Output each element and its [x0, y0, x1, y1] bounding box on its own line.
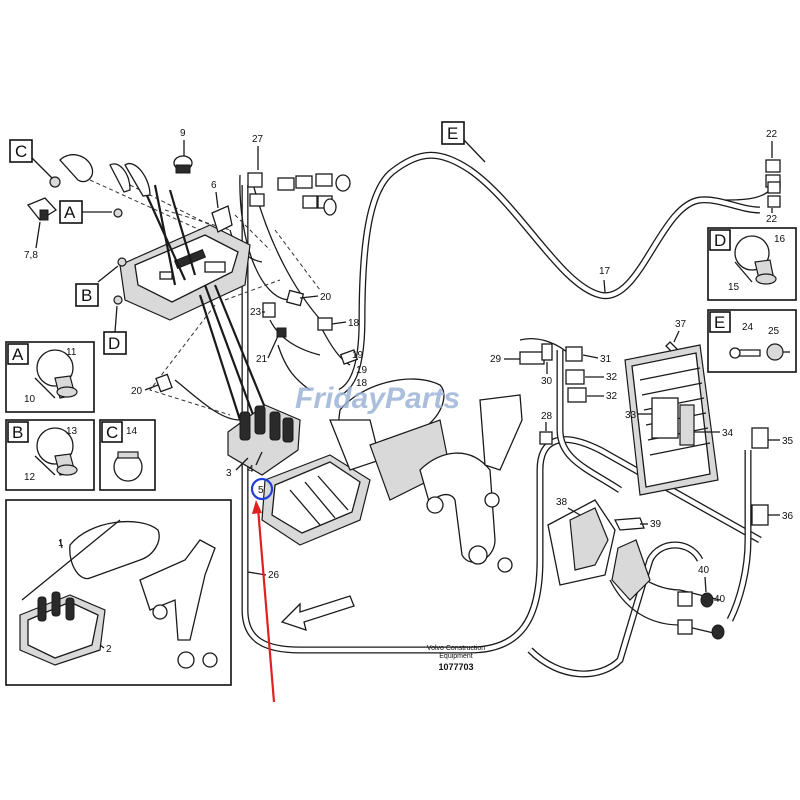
svg-text:38: 38	[556, 497, 568, 508]
svg-text:19: 19	[352, 350, 364, 361]
svg-text:32: 32	[606, 391, 618, 402]
inset-b: B 13 12	[5, 419, 95, 491]
svg-text:D: D	[108, 334, 120, 353]
joystick-console	[26, 154, 272, 421]
svg-text:A: A	[12, 345, 24, 364]
svg-text:5: 5	[258, 485, 264, 496]
svg-text:B: B	[81, 286, 92, 305]
letter-callouts: C A B D E	[9, 121, 486, 355]
svg-text:40: 40	[698, 565, 710, 576]
svg-text:22: 22	[766, 129, 778, 140]
svg-text:31: 31	[600, 354, 612, 365]
svg-text:11: 11	[66, 347, 77, 358]
svg-text:21: 21	[256, 354, 268, 365]
svg-text:B: B	[12, 423, 23, 442]
inset-d: D 16 15	[707, 227, 797, 301]
svg-text:17: 17	[599, 266, 611, 277]
highlight-circle	[250, 477, 274, 501]
svg-text:20: 20	[131, 386, 143, 397]
connector-38-39	[547, 499, 651, 601]
armrest-linkage	[419, 394, 523, 573]
watermark: FridayParts	[295, 382, 460, 415]
svg-text:Equipment: Equipment	[439, 653, 473, 660]
svg-text:25: 25	[768, 326, 780, 337]
svg-text:24: 24	[742, 322, 754, 333]
svg-text:37: 37	[675, 319, 687, 330]
svg-text:23: 23	[250, 307, 262, 318]
inset-e: E 24 25	[707, 309, 797, 373]
console-panel	[261, 454, 371, 546]
svg-text:22: 22	[766, 214, 778, 225]
svg-text:19: 19	[356, 365, 368, 376]
cable-right-loop	[527, 350, 752, 678]
relay-block-27	[247, 172, 351, 216]
svg-text:36: 36	[782, 511, 794, 522]
svg-text:29: 29	[490, 354, 502, 365]
svg-text:18: 18	[348, 318, 360, 329]
svg-text:30: 30	[541, 376, 553, 387]
svg-text:34: 34	[722, 428, 734, 439]
direction-arrow	[280, 595, 355, 631]
svg-text:33: 33	[625, 410, 637, 421]
inset-a: A 11 10	[5, 341, 95, 413]
control-unit-33-34	[624, 344, 719, 496]
figure-caption: Volvo Construction Equipment 1077703	[427, 645, 485, 672]
sensors-40	[677, 591, 725, 640]
svg-text:26: 26	[268, 570, 280, 581]
svg-text:27: 27	[252, 134, 264, 145]
svg-text:2: 2	[106, 644, 112, 655]
svg-text:6: 6	[211, 180, 217, 191]
svg-text:1: 1	[58, 538, 64, 549]
cable-e-loop	[338, 151, 761, 396]
svg-text:15: 15	[728, 282, 740, 293]
svg-text:40: 40	[714, 594, 726, 605]
svg-text:C: C	[15, 142, 27, 161]
svg-text:Volvo Construction: Volvo Construction	[427, 645, 485, 652]
svg-text:35: 35	[782, 436, 794, 447]
connectors-35-36	[751, 427, 769, 526]
svg-text:32: 32	[606, 372, 618, 383]
svg-text:1077703: 1077703	[438, 662, 473, 672]
svg-text:16: 16	[774, 234, 786, 245]
overview-inset: 1 2	[5, 499, 232, 686]
svg-text:E: E	[714, 313, 725, 332]
cable-26-main	[241, 185, 762, 654]
red-pointer-arrow	[252, 500, 276, 703]
svg-text:14: 14	[126, 426, 138, 437]
svg-text:4: 4	[248, 464, 254, 475]
svg-text:A: A	[64, 203, 76, 222]
svg-text:E: E	[447, 124, 458, 143]
svg-text:28: 28	[541, 411, 553, 422]
svg-text:3: 3	[226, 468, 232, 479]
svg-text:C: C	[106, 423, 118, 442]
svg-text:39: 39	[650, 519, 662, 530]
inset-c: C 14	[99, 419, 156, 491]
svg-text:12: 12	[24, 472, 36, 483]
svg-text:9: 9	[180, 128, 186, 139]
svg-text:18: 18	[356, 378, 368, 389]
number-callouts: 9 6 7,8 27 20 18 23 21 19 19 18 20 3 4 5…	[24, 128, 794, 605]
connector-22	[765, 159, 781, 208]
svg-text:13: 13	[66, 426, 78, 437]
small-connectors	[155, 289, 359, 393]
joystick-base	[227, 404, 301, 476]
connector-6	[211, 205, 233, 233]
svg-text:20: 20	[320, 292, 332, 303]
svg-text:10: 10	[24, 394, 36, 405]
svg-text:7,8: 7,8	[24, 250, 38, 261]
svg-text:D: D	[714, 231, 726, 250]
